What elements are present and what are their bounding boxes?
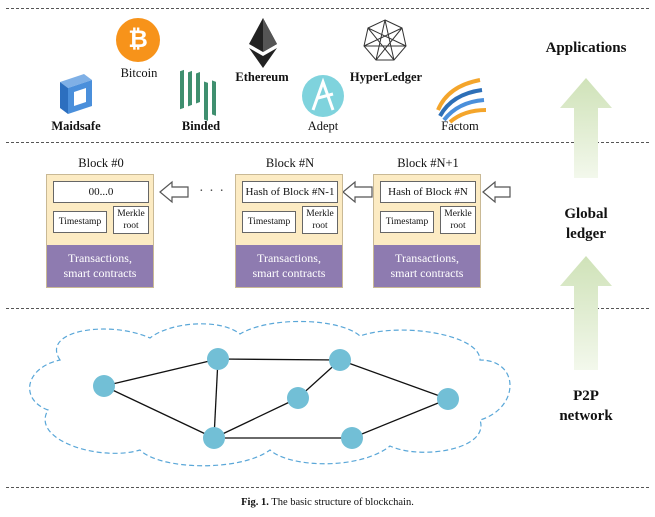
tx-line1: Transactions, <box>257 251 321 265</box>
caption-text: The basic structure of blockchain. <box>271 497 414 508</box>
network-link <box>339 359 449 400</box>
block-title-n1: Block #N+1 <box>397 156 459 170</box>
merkle-line2: root <box>450 221 466 231</box>
tx-line1: Transactions, <box>395 251 459 265</box>
network-node <box>93 375 115 397</box>
tx-line2: smart contracts <box>63 266 137 280</box>
up-arrow-p2p-to-ledger <box>560 256 612 370</box>
bitcoin-icon <box>116 18 160 62</box>
caption-label: Fig. 1. <box>241 497 269 508</box>
network-edges <box>103 358 449 439</box>
chain-arrow-to-block0 <box>159 180 189 204</box>
block-merkle-root: Merkle root <box>113 206 149 234</box>
block-timestamp: Timestamp <box>380 211 434 233</box>
logo-label-bitcoin: Bitcoin <box>120 66 158 80</box>
binded-icon <box>180 69 216 121</box>
network-nodes <box>93 348 459 449</box>
network-node <box>287 387 309 409</box>
figure-caption: Fig. 1. The basic structure of blockchai… <box>0 497 655 508</box>
network-node <box>437 388 459 410</box>
layer-label-ledger: Global ledger <box>548 204 624 244</box>
tx-line2: smart contracts <box>252 266 326 280</box>
block-hash: Hash of Block #N-1 <box>242 181 338 203</box>
logo-label-binded: Binded <box>181 119 221 133</box>
block-n1: Hash of Block #N Timestamp Merkle root Tr… <box>373 174 481 288</box>
logo-label-adept: Adept <box>307 119 339 133</box>
layer-label-p2p-line1: P2P <box>573 388 599 404</box>
block-transactions: Transactions,smart contracts <box>374 245 480 287</box>
merkle-line1: Merkle <box>117 209 145 219</box>
separator-ledger-p2p <box>6 308 649 309</box>
layer-label-applications: Applications <box>545 40 627 56</box>
logo-label-hyperledger: HyperLedger <box>349 70 423 84</box>
block-timestamp: Timestamp <box>242 211 296 233</box>
block-transactions: Transactions,smart contracts <box>236 245 342 287</box>
logo-label-factom: Factom <box>441 119 479 133</box>
chain-arrow-from-next <box>482 180 511 204</box>
network-link <box>213 397 299 439</box>
network-node <box>341 427 363 449</box>
bitcoin-symbol: ₿ <box>128 25 148 53</box>
separator-apps-ledger <box>6 142 649 143</box>
factom-icon <box>436 78 487 124</box>
merkle-line1: Merkle <box>306 209 334 219</box>
block-timestamp: Timestamp <box>53 211 107 233</box>
hyperledger-icon <box>363 19 407 61</box>
network-cloud <box>29 320 511 467</box>
block-hash: Hash of Block #N <box>380 181 476 203</box>
block-merkle-root: Merkle root <box>302 206 338 234</box>
merkle-line2: root <box>123 221 139 231</box>
network-link <box>103 358 219 387</box>
network-node <box>329 349 351 371</box>
block-merkle-root: Merkle root <box>440 206 476 234</box>
layer-label-ledger-line2: ledger <box>566 226 606 242</box>
merkle-line1: Merkle <box>444 209 472 219</box>
chain-ellipsis: · · · <box>199 184 225 199</box>
tx-line1: Transactions, <box>68 251 132 265</box>
separator-bottom <box>6 487 649 488</box>
up-arrow-ledger-to-apps <box>560 78 612 178</box>
block-title-n: Block #N <box>265 156 315 170</box>
network-link <box>351 398 449 439</box>
merkle-line2: root <box>312 221 328 231</box>
network-link <box>103 385 215 439</box>
layer-label-p2p: P2P network <box>548 386 624 426</box>
ethereum-icon <box>249 18 277 68</box>
block-transactions: Transactions,smart contracts <box>47 245 153 287</box>
chain-arrow-to-blockN <box>342 180 373 204</box>
layer-label-p2p-line2: network <box>559 408 613 424</box>
maidsafe-icon <box>60 74 92 114</box>
network-node <box>207 348 229 370</box>
logo-label-maidsafe: Maidsafe <box>51 119 101 133</box>
adept-icon <box>302 75 344 117</box>
block-0: 00...0 Timestamp Merkle root Transactions… <box>46 174 154 288</box>
layer-label-ledger-line1: Global <box>564 206 608 222</box>
tx-line2: smart contracts <box>390 266 464 280</box>
separator-top <box>6 8 649 9</box>
block-hash: 00...0 <box>53 181 149 203</box>
logo-label-ethereum: Ethereum <box>235 70 289 84</box>
block-title-0: Block #0 <box>78 156 124 170</box>
network-node <box>203 427 225 449</box>
network-link <box>217 358 341 361</box>
network-link <box>213 358 219 439</box>
